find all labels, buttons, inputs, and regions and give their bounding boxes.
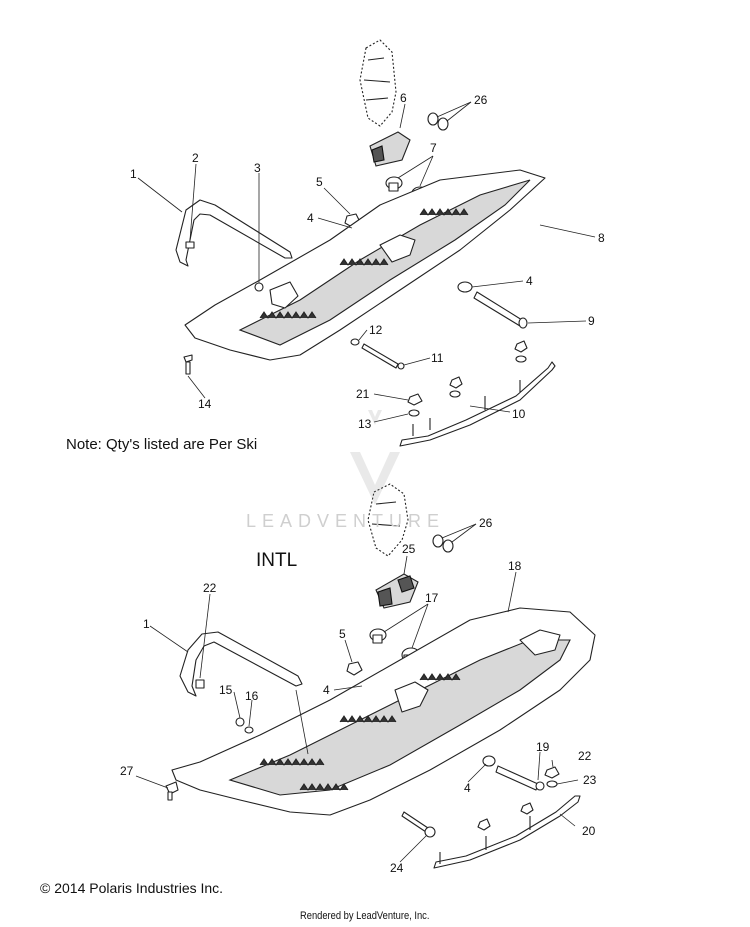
part-18-ski	[171, 607, 596, 816]
part-22-clip	[195, 679, 205, 689]
callout-17: 17	[425, 591, 439, 605]
callout-24: 24	[390, 861, 404, 875]
callout-22-a: 22	[203, 581, 217, 595]
callout-27: 27	[120, 764, 134, 778]
callout-7: 7	[430, 141, 437, 155]
callout-25: 25	[402, 542, 416, 556]
callout-5-intl: 5	[339, 627, 346, 641]
rendered-by-text: Rendered by LeadVenture, Inc.	[300, 910, 430, 922]
part-14-bolt	[183, 354, 193, 375]
callout-13: 13	[358, 417, 372, 431]
bottom-leader-lines	[135, 523, 579, 863]
part-26-washers-intl	[432, 534, 454, 553]
part-22-nut	[544, 766, 560, 779]
part-24-bolt	[401, 811, 436, 838]
callout-22-b: 22	[578, 749, 592, 763]
callout-14: 14	[198, 397, 212, 411]
watermark-text: LEADVENTURE	[246, 511, 446, 531]
part-23-washer	[546, 780, 558, 788]
callout-19: 19	[536, 740, 550, 754]
callout-26-intl: 26	[479, 516, 493, 530]
part-15-nut	[235, 717, 245, 727]
top-assembly: 1 2 3 4 4 5 6 7 8 9 10 11 12 13 14 21 26	[130, 39, 605, 447]
part-4-washer-b	[457, 281, 473, 293]
callout-12: 12	[369, 323, 383, 337]
callout-10: 10	[512, 407, 526, 421]
callout-11: 11	[431, 351, 444, 365]
part-26-washers	[427, 112, 449, 131]
part-2-clip	[185, 241, 195, 249]
callout-4-intl-a: 4	[323, 683, 330, 697]
callout-15: 15	[219, 683, 233, 697]
part-27-bolt	[165, 781, 179, 801]
part-21-nuts	[407, 340, 528, 406]
part-16-washer	[244, 726, 254, 734]
watermark-logo	[350, 410, 400, 505]
part-spindle-guard-intl	[367, 483, 409, 557]
part-19-bolt	[495, 765, 545, 791]
intl-label: INTL	[256, 550, 298, 571]
part-20-runner	[433, 795, 581, 869]
callout-18: 18	[508, 559, 522, 573]
part-1-handle	[175, 199, 293, 267]
copyright-text: © 2014 Polaris Industries Inc.	[40, 880, 224, 896]
part-10-runner	[399, 361, 556, 447]
top-leader-lines	[137, 101, 596, 423]
callout-2: 2	[192, 151, 199, 165]
part-13-washers	[408, 355, 527, 417]
part-1-handle-intl	[179, 631, 303, 697]
callout-9: 9	[588, 314, 595, 328]
part-9-bolt	[473, 291, 528, 329]
part-6-spindle-guard	[359, 39, 411, 167]
callout-23: 23	[583, 773, 597, 787]
quantity-note: Note: Qty's listed are Per Ski	[66, 436, 258, 453]
part-4-washer-intl-b	[482, 755, 496, 767]
callout-6: 6	[400, 91, 407, 105]
callout-4-intl-b: 4	[464, 781, 471, 795]
callout-20: 20	[582, 824, 596, 838]
callout-5: 5	[316, 175, 323, 189]
callout-3: 3	[254, 161, 261, 175]
callout-16: 16	[245, 689, 259, 703]
callout-1: 1	[130, 167, 137, 181]
callout-8: 8	[598, 231, 605, 245]
bottom-assembly: 1 4 4 5 15 16 17 18 19 20 22 22 23 24 25…	[120, 483, 597, 875]
callout-4: 4	[307, 211, 314, 225]
part-25-spindle-block	[375, 573, 419, 609]
part-8-ski	[184, 169, 546, 361]
callout-4b: 4	[526, 274, 533, 288]
part-11-bolt	[361, 343, 405, 370]
callout-21: 21	[356, 387, 370, 401]
part-12-washer	[350, 338, 360, 346]
callout-1-intl: 1	[143, 617, 150, 631]
part-5-nut-intl	[346, 661, 363, 676]
part-3-nut	[254, 282, 264, 292]
callout-26: 26	[474, 93, 488, 107]
